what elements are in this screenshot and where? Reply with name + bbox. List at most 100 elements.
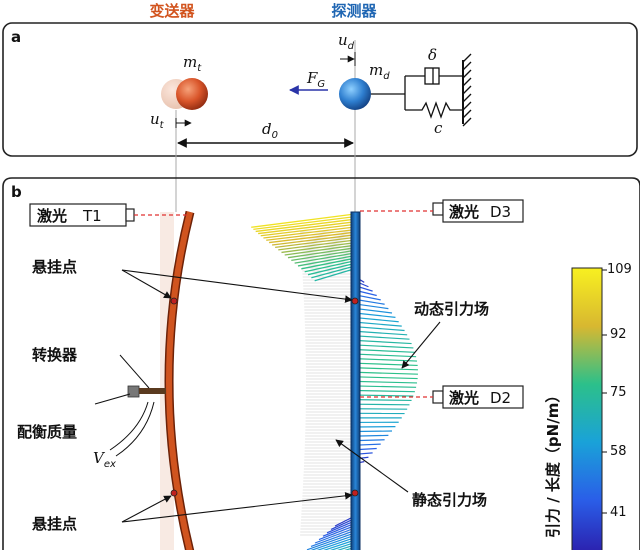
dynamic-field-line: [287, 247, 356, 259]
laser-d2-box: [442, 385, 524, 409]
colorbar: [571, 267, 603, 550]
transducer-rod: [139, 388, 166, 394]
dynamic-field-label: 动态引力场: [414, 300, 489, 318]
suspension-top-arrow-t: [121, 269, 172, 299]
dynamic-field-line: [306, 532, 356, 550]
dynamic-field-line: [354, 312, 396, 318]
dynamic-field-line: [354, 316, 399, 323]
laser-d2-id: D2: [490, 389, 511, 407]
dynamic-field-line: [322, 522, 356, 537]
u-t-label: ut: [150, 110, 165, 131]
dynamic-field-line: [354, 385, 417, 388]
static-field-arrow: [335, 439, 409, 493]
dynamic-field-line: [310, 534, 356, 550]
dynamic-field-line: [269, 231, 356, 244]
suspension-top-arrow-d: [121, 269, 353, 303]
dynamic-field-line: [251, 213, 356, 228]
panel-b-label: b: [11, 183, 22, 201]
dynamic-field-line: [354, 367, 418, 371]
colorbar-tick-41: 41: [610, 505, 627, 520]
dynamic-field-line: [316, 537, 356, 550]
detector-bar: [350, 211, 361, 550]
dynamic-field-line: [354, 330, 408, 336]
dynamic-field-line: [336, 544, 356, 550]
laser-d3-box: [442, 199, 524, 223]
laser-d3-id: D3: [490, 203, 511, 221]
transmitter-bar: [166, 211, 193, 550]
transmitter-header: 变送器: [149, 2, 195, 20]
transmitter-suspension-bottom: [170, 489, 178, 497]
vex-label: Vex: [93, 449, 116, 470]
suspension-bottom-arrow-d: [121, 491, 353, 523]
suspension-bottom-label: 悬挂点: [32, 515, 77, 533]
laser-d3-label: 激光: [449, 203, 479, 221]
m-t-label: mt: [183, 53, 202, 74]
colorbar-title: 引力 / 长度（pN/m）: [544, 388, 562, 538]
vex-wire-2: [115, 401, 155, 457]
dynamic-field-line: [354, 389, 415, 393]
suspension-bottom-arrow-t: [121, 495, 172, 523]
dynamic-field-line: [354, 335, 410, 340]
transducer-label: 转换器: [32, 346, 78, 364]
dynamic-field-line: [354, 371, 418, 375]
dynamic-field-line: [326, 520, 356, 534]
dynamic-field-line: [260, 223, 356, 237]
static-field-label: 静态引力场: [412, 491, 487, 509]
counterweight-pointer: [94, 393, 131, 405]
dynamic-field-line: [307, 262, 356, 276]
laser-t1-nozzle: [125, 208, 135, 222]
dynamic-field-line: [294, 252, 356, 264]
dynamic-field-line: [284, 244, 356, 256]
counterweight-label: 配衡质量: [17, 423, 77, 441]
u-d-label: ud: [338, 31, 355, 52]
transmitter-suspension-top: [170, 297, 178, 305]
laser-d3-nozzle: [432, 202, 444, 216]
dynamic-field-line: [354, 339, 412, 345]
detector-mass-ball: [339, 78, 371, 110]
spring-damper: [371, 53, 472, 127]
dynamic-field-line: [258, 221, 356, 235]
dynamic-field-line: [354, 362, 418, 367]
dynamic-field-line: [266, 228, 356, 241]
panel-a-label: a: [11, 28, 21, 46]
dynamic-field-line: [275, 236, 356, 249]
dynamic-field-line: [272, 234, 356, 246]
dynamic-field-line: [354, 303, 389, 310]
detector-suspension-bottom: [351, 489, 359, 497]
dynamic-field-line: [301, 257, 356, 270]
fg-label: FG: [306, 69, 325, 90]
panel-b-frame: [2, 177, 640, 550]
dynamic-field-line: [354, 430, 393, 433]
transmitter-mass-ball: [176, 78, 208, 110]
laser-t1-label: 激光: [37, 207, 67, 225]
dynamic-field-line: [311, 265, 356, 279]
colorbar-tick-58: 58: [610, 444, 627, 459]
colorbar-tick-109: 109: [607, 262, 632, 277]
c-label: c: [434, 119, 443, 137]
transducer-pointer: [119, 354, 150, 389]
d0-label: d0: [262, 120, 278, 141]
colorbar-tick-92: 92: [610, 327, 627, 342]
detector-header: 探测器: [331, 2, 377, 20]
dynamic-field-line: [304, 260, 356, 273]
dynamic-field-line: [354, 353, 417, 358]
panel-a-frame: [2, 22, 638, 157]
dynamic-field-line: [354, 403, 410, 406]
dynamic-field-line: [354, 434, 389, 437]
dynamic-field-line: [354, 344, 414, 349]
dynamic-field-line: [278, 239, 356, 251]
dynamic-field-line: [323, 539, 356, 550]
dynamic-field-line: [253, 215, 356, 230]
m-d-label: md: [369, 61, 390, 82]
dynamic-field-line: [354, 394, 414, 397]
dynamic-field-line: [291, 249, 356, 262]
dynamic-field-line: [310, 529, 356, 547]
colorbar-tick-75: 75: [610, 385, 627, 400]
dynamic-field-line: [354, 321, 402, 327]
suspension-top-label: 悬挂点: [32, 258, 77, 276]
vex-wire-1: [109, 401, 149, 451]
dynamic-field-line: [354, 380, 418, 384]
detector-suspension-top: [351, 297, 359, 305]
dynamic-field-line: [354, 348, 415, 353]
